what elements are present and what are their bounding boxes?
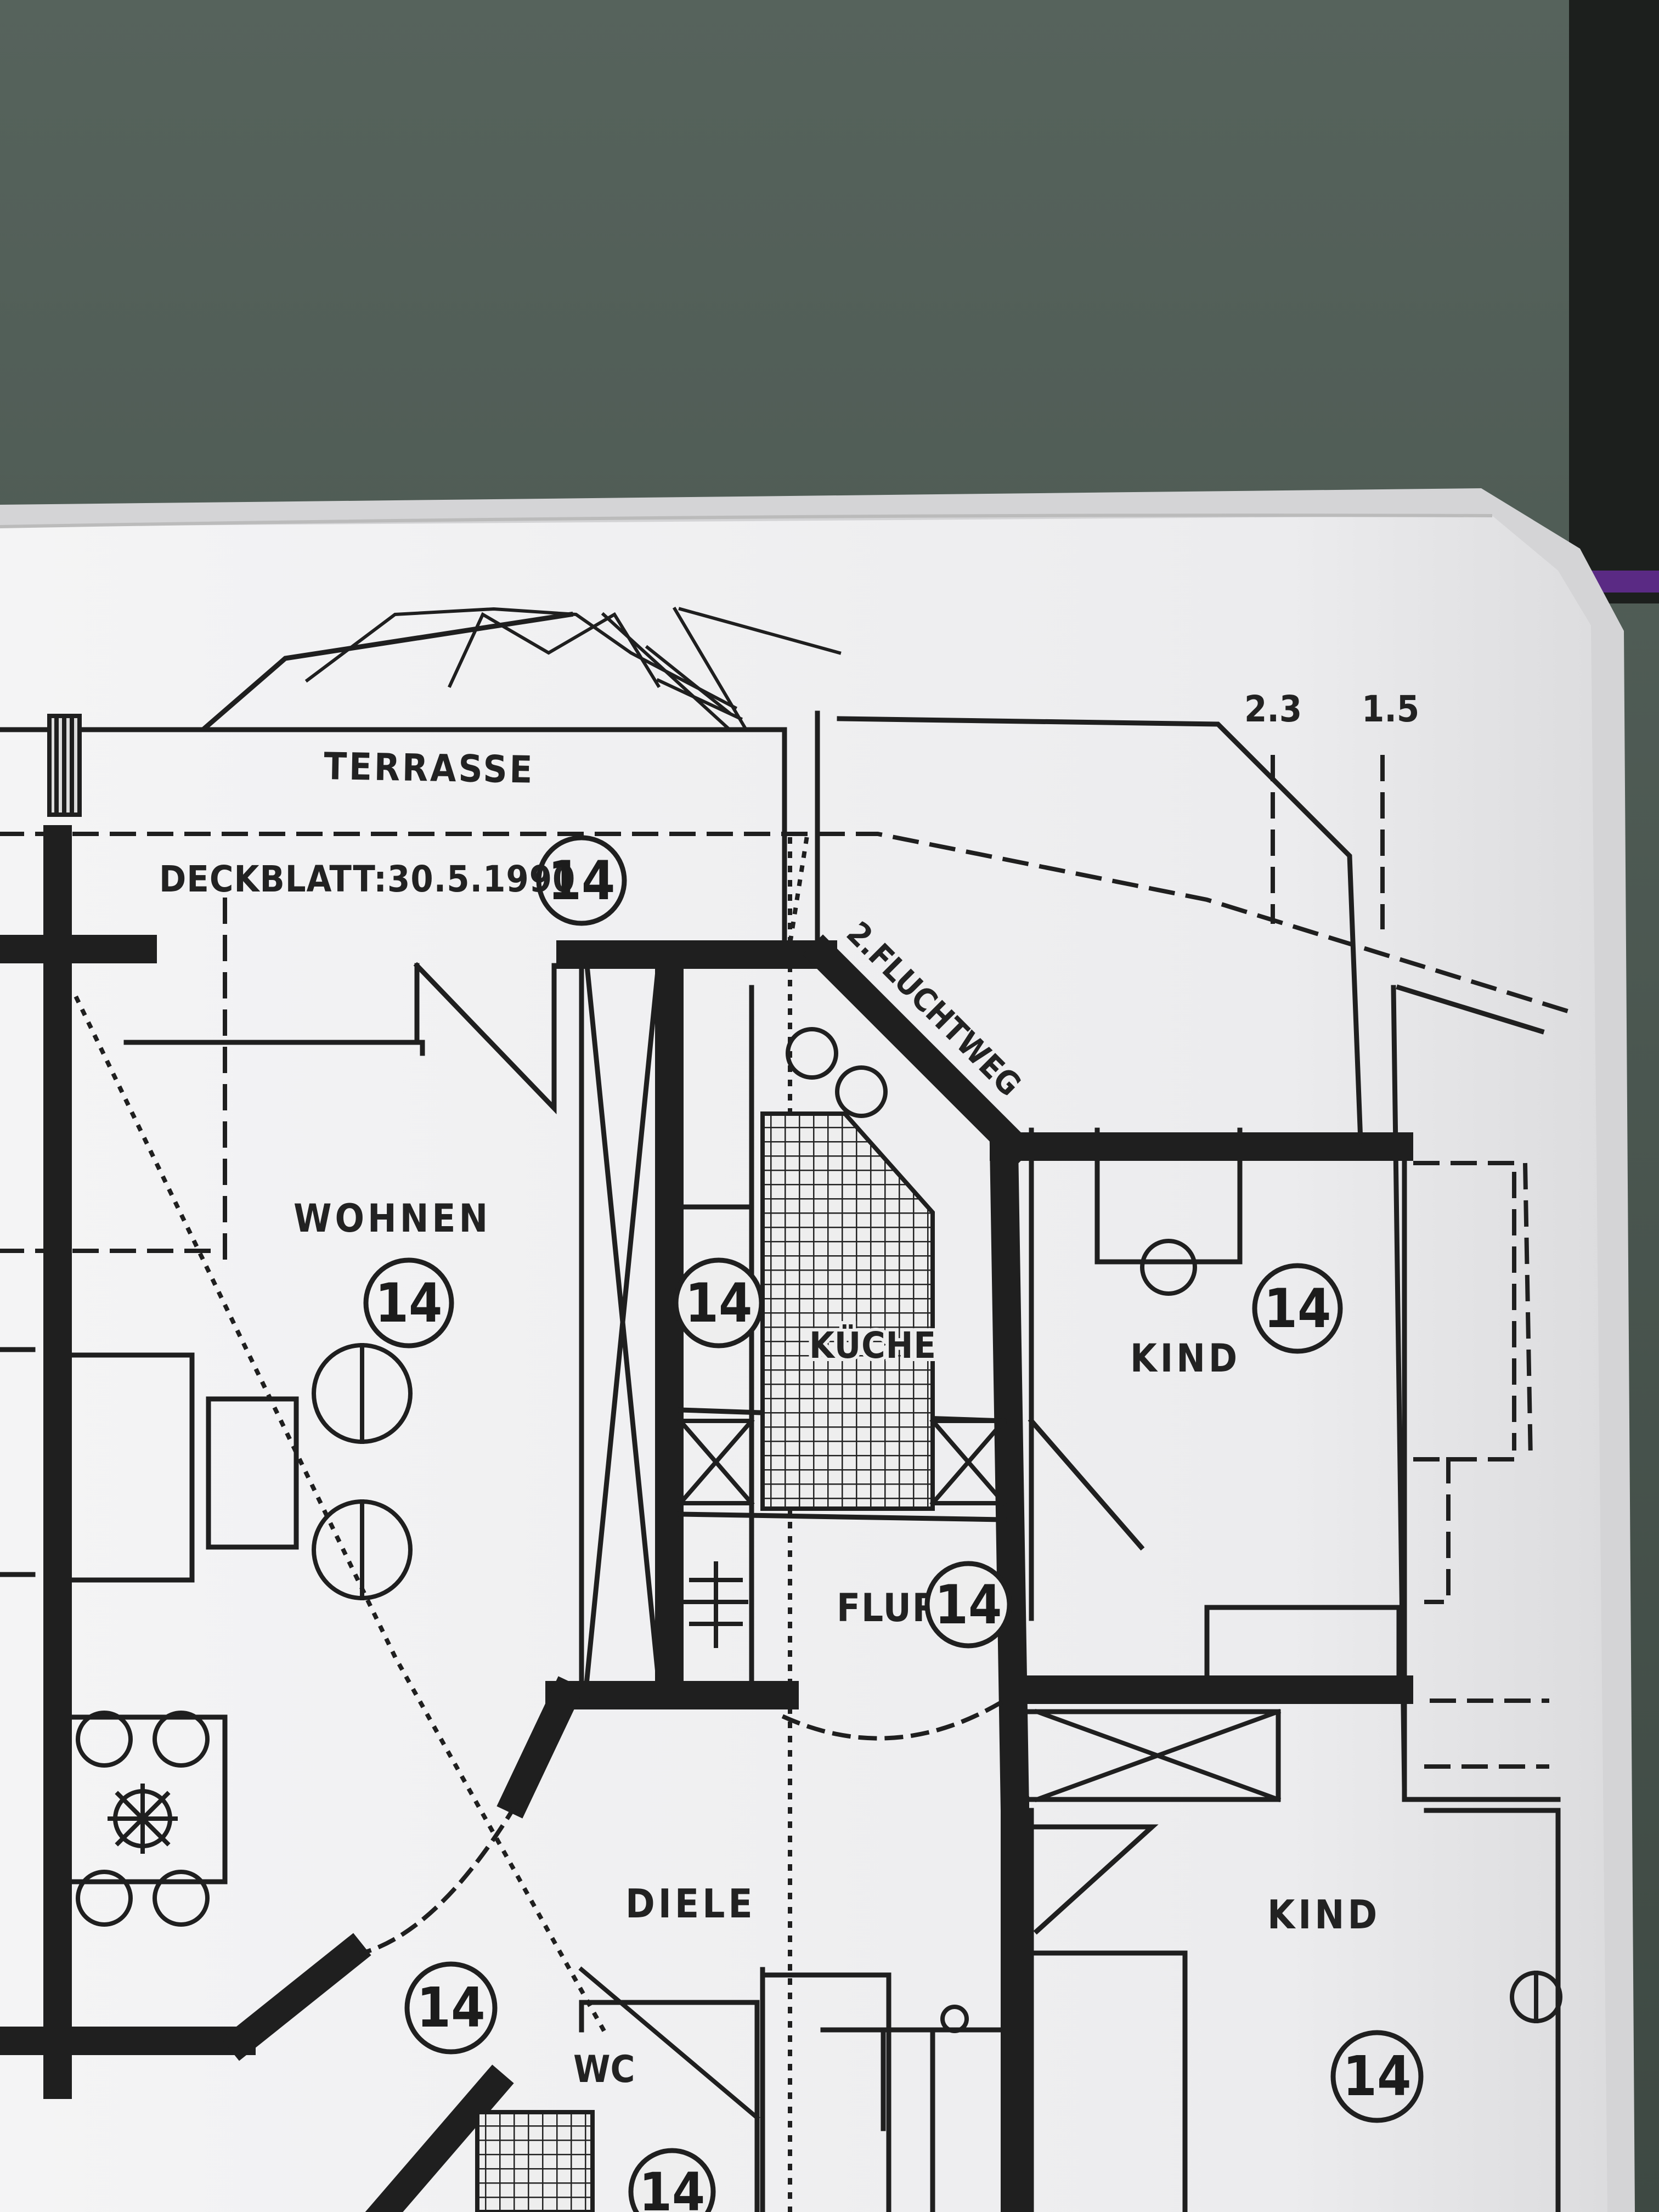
revision-marker: 14: [673, 1257, 764, 1348]
revision-marker-number: 14: [1264, 1278, 1331, 1340]
revision-marker-number: 14: [639, 2162, 705, 2212]
revision-marker-number: 14: [548, 850, 616, 912]
floor-plan: [0, 606, 1583, 2212]
room-label-terrasse: TERRASSE: [324, 745, 535, 792]
heavy-walls: [0, 825, 1413, 2212]
revision-marker-number: 14: [416, 1976, 485, 2040]
revision-marker: 14: [1252, 1263, 1343, 1354]
revision-marker-number: 14: [375, 1272, 443, 1335]
kitchen-tiles: [760, 1111, 935, 1511]
room-label-wohnen: WOHNEN: [294, 1196, 491, 1241]
room-label-diele: DIELE: [625, 1881, 756, 1927]
revision-marker-number: 14: [685, 1272, 753, 1335]
room-label-kueche: KÜCHE: [809, 1324, 936, 1367]
revision-marker: 14: [536, 835, 627, 926]
revision-markers: 14 14 14 14 14 14 14 14: [363, 835, 1424, 2212]
room-label-kind-bottom: KIND: [1267, 1892, 1380, 1938]
thin-lines: [0, 611, 1561, 2212]
revision-marker-number: 14: [1342, 2044, 1411, 2108]
wc-tiles: [475, 2110, 595, 2212]
deckblatt-note: DECKBLATT:30.5.1990: [159, 858, 575, 900]
dimension-2-3: 2.3: [1244, 688, 1302, 730]
revision-marker: 14: [1330, 2030, 1424, 2123]
room-labels: TERRASSE WOHNEN KÜCHE KIND FLUR DIELE KI…: [294, 745, 1380, 2091]
crossed-boxes: [578, 1418, 1282, 2121]
room-label-kind-top: KIND: [1130, 1336, 1240, 1381]
revision-marker-number: 14: [639, 2162, 705, 2212]
dimension-1-5: 1.5: [1362, 688, 1419, 730]
room-label-wc: WC: [573, 2048, 635, 2091]
room-label-flur: FLUR: [837, 1585, 940, 1630]
vent: [47, 714, 82, 817]
revision-marker: 14: [404, 1961, 498, 2055]
dark-corner-object: [1569, 0, 1659, 603]
paper-curl: [0, 514, 1493, 528]
revision-marker: 14: [924, 1561, 1012, 1649]
revision-marker: 14: [628, 2148, 716, 2212]
revision-marker: 14: [363, 1257, 454, 1348]
fixtures: [76, 1027, 1562, 2033]
dashed-lines: [0, 755, 1583, 1956]
dotted-lines: [74, 837, 809, 2212]
sketch-scribbles: [304, 606, 842, 732]
revision-marker-number: 14: [935, 1574, 1002, 1637]
